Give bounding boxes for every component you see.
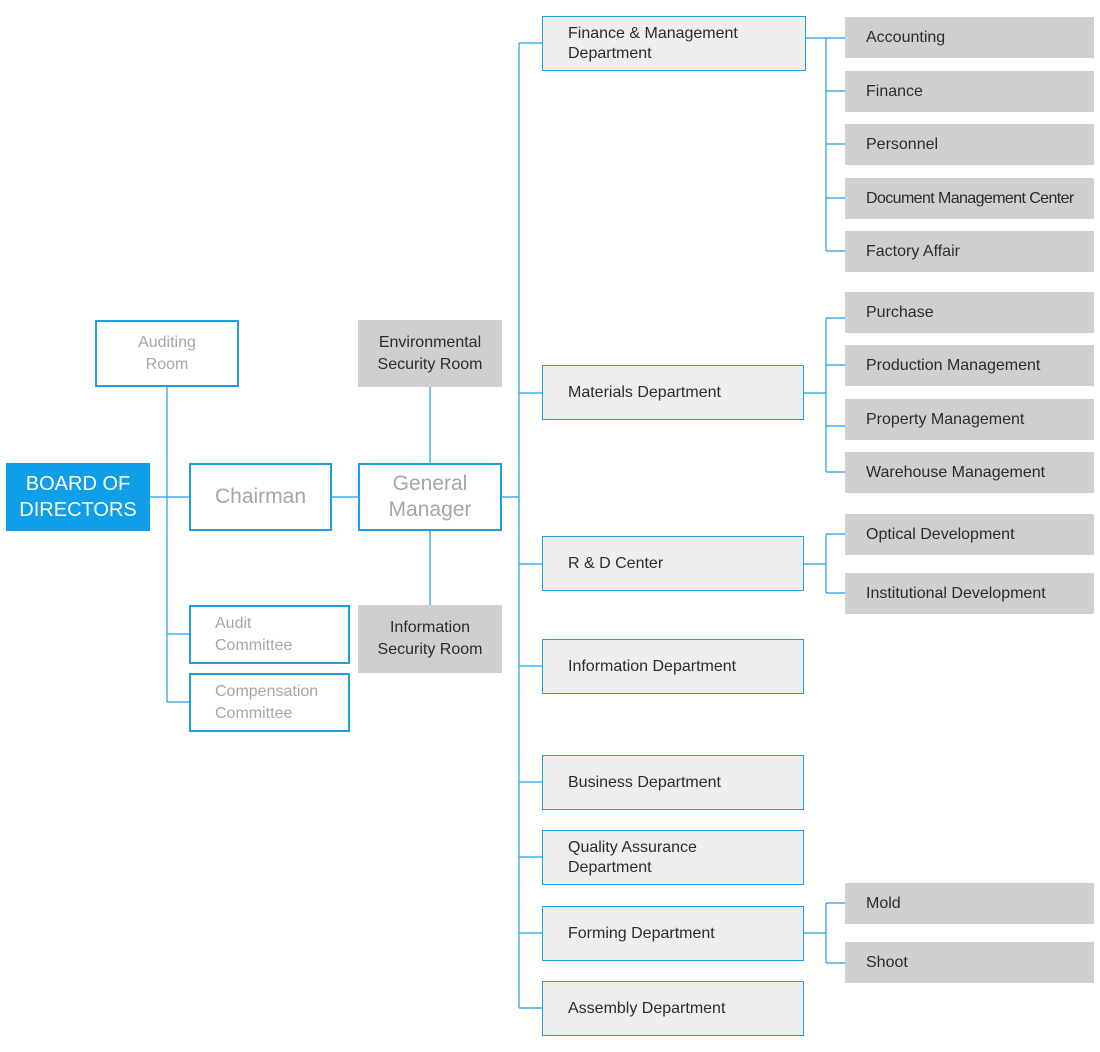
sub-unit-label: Property Management <box>866 410 1025 428</box>
forming-department-box: Forming Department <box>542 906 804 961</box>
information-security-room-box: Information Security Room <box>358 605 502 673</box>
audit-committee-box: Audit Committee <box>189 605 350 664</box>
rd-center-box: R & D Center <box>542 536 804 591</box>
department-label: Assembly Department <box>568 999 726 1017</box>
sub-unit-box: Accounting <box>845 17 1094 58</box>
chairman-box: Chairman <box>189 463 332 531</box>
sub-unit-label: Purchase <box>866 303 934 321</box>
sub-unit-box: Personnel <box>845 124 1094 165</box>
sub-unit-label: Mold <box>866 894 901 912</box>
board-of-directors-box: BOARD OF DIRECTORS <box>6 463 150 531</box>
department-label: Business Department <box>568 773 721 791</box>
finance-management-department-box: Finance & Management Department <box>542 16 806 71</box>
sub-unit-box: Finance <box>845 71 1094 112</box>
information-department-box: Information Department <box>542 639 804 694</box>
chairman-label: Chairman <box>214 485 307 508</box>
compensation-committee-label: Compensation Committee <box>215 682 319 722</box>
sub-unit-box: Warehouse Management <box>845 452 1094 493</box>
sub-unit-box: Property Management <box>845 399 1094 440</box>
department-label: Forming Department <box>568 924 715 942</box>
sub-unit-label: Production Management <box>866 356 1041 374</box>
department-label: R & D Center <box>568 554 664 572</box>
assembly-department-box: Assembly Department <box>542 981 804 1036</box>
audit-committee-label: Audit Committee <box>215 614 293 654</box>
sub-unit-label: Finance <box>866 82 923 100</box>
sub-unit-box: Optical Development <box>845 514 1094 555</box>
sub-unit-box: Document Management Center <box>845 178 1094 219</box>
sub-unit-label: Personnel <box>866 135 939 153</box>
environmental-security-room-label: Environmental Security Room <box>377 333 483 373</box>
department-label: Quality Assurance Department <box>568 838 697 876</box>
sub-unit-label: Warehouse Management <box>866 463 1046 481</box>
general-manager-label: General Manager <box>388 472 472 521</box>
sub-unit-box: Production Management <box>845 345 1094 386</box>
board-of-directors-label: BOARD OF DIRECTORS <box>19 473 137 521</box>
quality-assurance-department-box: Quality Assurance Department <box>542 830 804 885</box>
information-security-room-label: Information Security Room <box>377 619 483 658</box>
department-label: Materials Department <box>568 383 721 401</box>
sub-unit-box: Purchase <box>845 292 1094 333</box>
sub-unit-label: Accounting <box>866 28 946 46</box>
sub-unit-label: Factory Affair <box>866 242 960 260</box>
sub-unit-box: Institutional Development <box>845 573 1094 614</box>
department-label: Finance & Management Department <box>568 24 738 62</box>
sub-unit-label: Optical Development <box>866 525 1015 543</box>
environmental-security-room-box: Environmental Security Room <box>358 320 502 387</box>
auditing-room-label: Auditing Room <box>138 333 196 373</box>
sub-unit-box: Factory Affair <box>845 231 1094 272</box>
sub-unit-box: Mold <box>845 883 1094 924</box>
auditing-room-box: Auditing Room <box>95 320 239 387</box>
sub-unit-label: Institutional Development <box>866 584 1046 602</box>
business-department-box: Business Department <box>542 755 804 810</box>
department-label: Information Department <box>568 657 737 675</box>
general-manager-box: General Manager <box>358 463 502 531</box>
sub-unit-label: Document Management Center <box>866 189 1074 207</box>
materials-department-box: Materials Department <box>542 365 804 420</box>
compensation-committee-box: Compensation Committee <box>189 673 350 732</box>
sub-unit-label: Shoot <box>866 953 908 971</box>
sub-unit-box: Shoot <box>845 942 1094 983</box>
